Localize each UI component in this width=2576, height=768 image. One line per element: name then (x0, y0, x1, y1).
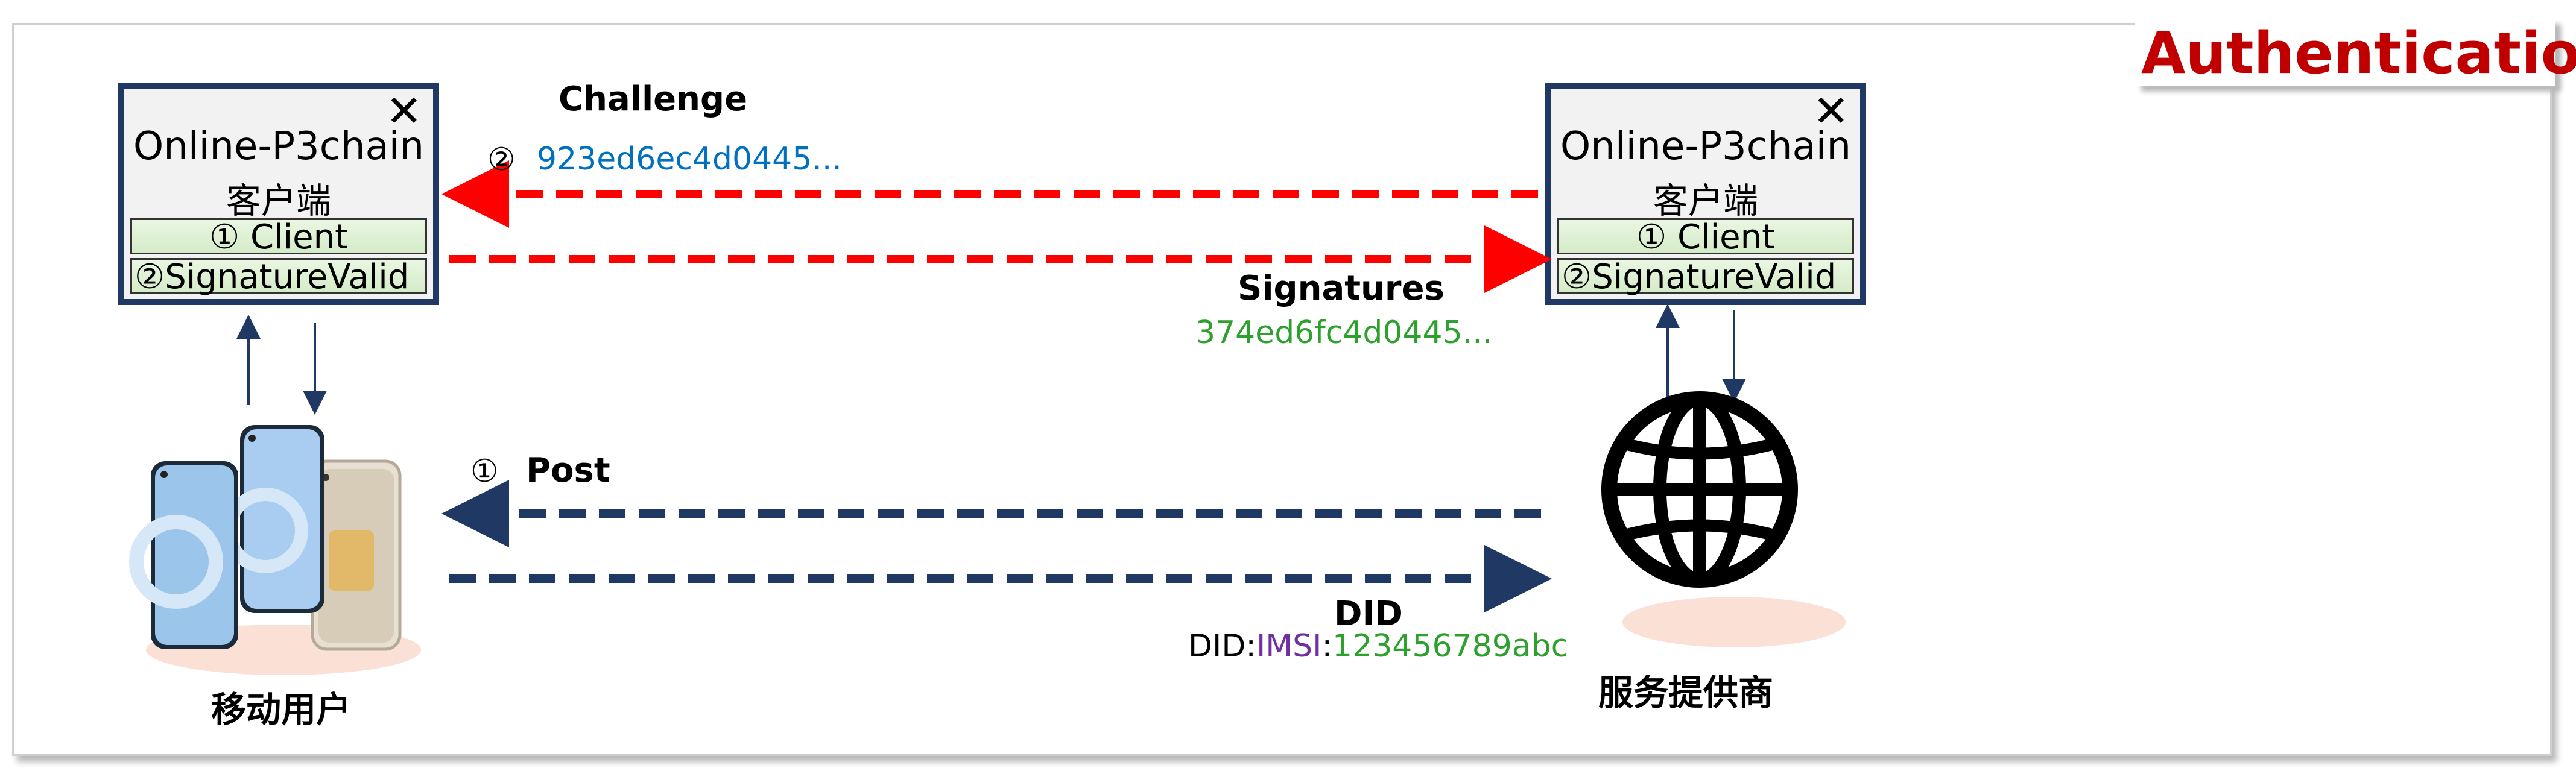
close-icon[interactable]: ✕ (385, 86, 422, 136)
did-label: DID (1334, 594, 1403, 634)
challenge-step-number: ② (487, 142, 516, 178)
did-separator: : (1321, 628, 1333, 664)
mobile-phones-icon (129, 425, 421, 675)
challenge-label: Challenge (559, 80, 748, 119)
service-provider-label: 服务提供商 (1598, 672, 1774, 713)
did-example: DID:IMSI:123456789abc (1188, 628, 1568, 664)
post-step-number: ① (470, 453, 499, 489)
client-button[interactable]: ① Client (130, 218, 427, 255)
client-button[interactable]: ① Client (1557, 218, 1854, 255)
close-icon[interactable]: ✕ (1812, 86, 1849, 136)
right-client-panel: ✕ Online-P3chain 客户端 ① Client ②Signature… (1545, 83, 1866, 305)
authentication-label: Authentication (2141, 20, 2576, 87)
panel-subtitle: 客户端 (1653, 180, 1758, 221)
panel-subtitle: 客户端 (226, 180, 331, 221)
signature-valid-button[interactable]: ②SignatureValid (1557, 258, 1854, 295)
globe-icon (1601, 391, 1846, 647)
signatures-value: 374ed6fc4d0445... (1195, 315, 1493, 351)
did-method: IMSI (1256, 628, 1322, 664)
signatures-label: Signatures (1238, 269, 1445, 308)
signature-valid-button[interactable]: ②SignatureValid (130, 258, 427, 295)
left-client-panel: ✕ Online-P3chain 客户端 ① Client ②Signature… (118, 83, 439, 305)
challenge-value: 923ed6ec4d0445... (537, 141, 842, 177)
did-identifier: 123456789abc (1332, 628, 1569, 664)
did-separator: : (1245, 628, 1256, 664)
panel-title: Online-P3chain (133, 124, 425, 169)
post-label: Post (526, 451, 610, 490)
authentication-badge: Authentication (2135, 18, 2576, 87)
mobile-user-label: 移动用户 (211, 689, 352, 730)
did-prefix: DID (1188, 628, 1246, 664)
panel-title: Online-P3chain (1560, 124, 1852, 169)
